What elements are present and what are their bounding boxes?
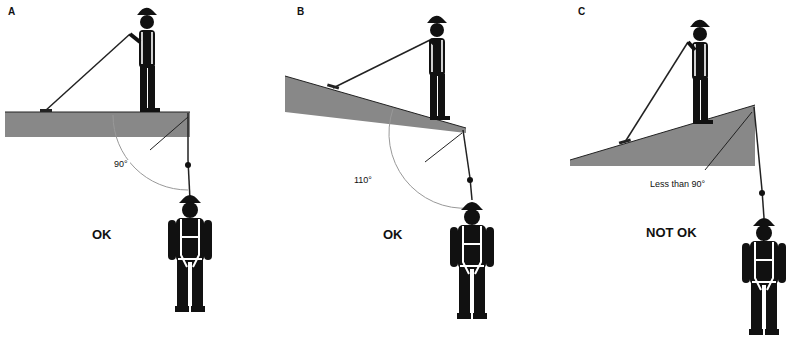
verdict-label: OK [383, 228, 403, 242]
panel-letter: A [8, 6, 15, 17]
panel-letter: B [297, 6, 304, 17]
panel-letter: C [578, 6, 585, 17]
angle-label: 90° [112, 160, 130, 170]
angle-label: 110° [352, 176, 374, 186]
verdict-label: NOT OK [646, 226, 697, 240]
angle-label: Less than 90° [648, 180, 707, 190]
verdict-label: OK [92, 228, 112, 242]
